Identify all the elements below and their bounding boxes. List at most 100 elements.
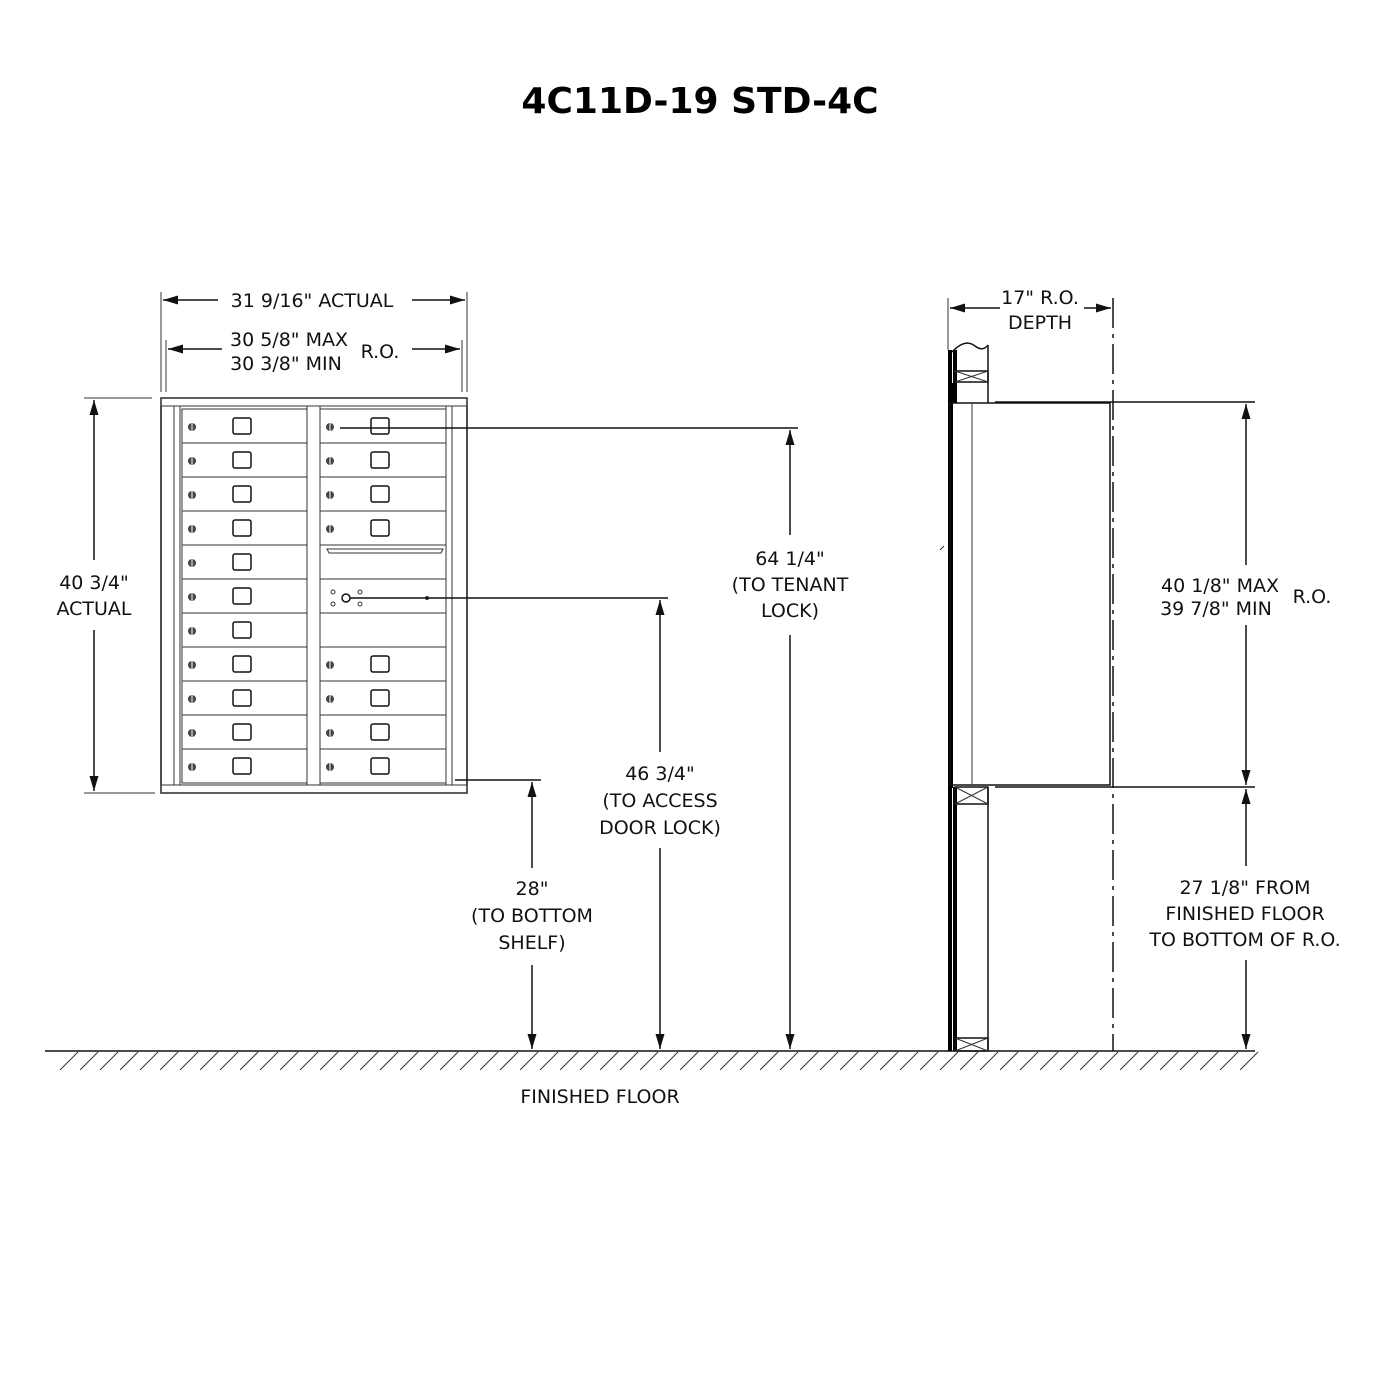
hatch-line <box>299 1051 319 1071</box>
compartment-door[interactable] <box>319 476 447 512</box>
finished-floor-label: FINISHED FLOOR <box>520 1086 679 1108</box>
width-actual-label: 31 9/16" ACTUAL <box>231 290 394 312</box>
hatch-line <box>479 1051 499 1071</box>
hatch-line <box>1239 1051 1259 1071</box>
hatch-line <box>1199 1051 1219 1071</box>
hatch-line <box>339 1051 359 1071</box>
hatch-line <box>439 1051 459 1071</box>
hatch-line <box>759 1051 779 1071</box>
side-ro-label: R.O. <box>1293 586 1332 608</box>
name-window-icon <box>370 417 390 435</box>
name-window-icon <box>370 723 390 741</box>
name-window-icon <box>370 689 390 707</box>
name-window-icon <box>370 451 390 469</box>
hatch-line <box>1099 1051 1119 1071</box>
compartment-door[interactable] <box>181 442 308 478</box>
hatch-line <box>779 1051 799 1071</box>
compartment-door[interactable] <box>181 748 308 784</box>
hatch-line <box>979 1051 999 1071</box>
name-window-icon <box>232 417 252 435</box>
compartment-door[interactable] <box>319 442 447 478</box>
name-window-icon <box>232 553 252 571</box>
name-window-icon <box>232 485 252 503</box>
depth-value: 17" R.O. <box>1001 287 1079 309</box>
hatch-line <box>1139 1051 1159 1071</box>
hatch-line <box>79 1051 99 1071</box>
tenant-lock-label: (TO TENANT <box>732 574 849 596</box>
hatch-line <box>559 1051 579 1071</box>
hatch-line <box>959 1051 979 1071</box>
hatch-line <box>619 1051 639 1071</box>
hatch-line <box>179 1051 199 1071</box>
compartment-door[interactable] <box>181 408 308 444</box>
name-window-icon <box>232 451 252 469</box>
compartment-door[interactable] <box>319 680 447 716</box>
compartment-door[interactable] <box>319 408 447 444</box>
compartment-door[interactable] <box>181 612 308 648</box>
hatch-line <box>59 1051 79 1071</box>
compartment-door[interactable] <box>181 544 308 580</box>
hatch-line <box>799 1051 819 1071</box>
hatch-line <box>679 1051 699 1071</box>
mailbox-cabinet-side <box>949 402 1111 786</box>
hatch-line <box>699 1051 719 1071</box>
from-floor-label: FINISHED FLOOR <box>1165 903 1324 925</box>
name-window-icon <box>370 757 390 775</box>
hatch-line <box>1219 1051 1239 1071</box>
compartment-doors <box>181 408 447 784</box>
tenant-lock-label-2: LOCK) <box>761 600 819 622</box>
compartment-door[interactable] <box>319 748 447 784</box>
hatch-line <box>459 1051 479 1071</box>
name-window-icon <box>232 587 252 605</box>
hatch-line <box>739 1051 759 1071</box>
floor-hatch <box>59 1051 1259 1071</box>
hatch-line <box>419 1051 439 1071</box>
front-view <box>160 397 468 794</box>
hatch-line <box>919 1051 939 1071</box>
compartment-door[interactable] <box>181 578 308 614</box>
access-lock-icon <box>341 593 351 603</box>
side-ro-max: 40 1/8" MAX <box>1161 575 1279 597</box>
compartment-door[interactable] <box>181 510 308 546</box>
compartment-door[interactable] <box>319 646 447 682</box>
hatch-line <box>519 1051 539 1071</box>
compartment-door[interactable] <box>319 510 447 546</box>
hatch-line <box>359 1051 379 1071</box>
hatch-line <box>659 1051 679 1071</box>
name-window-icon <box>232 655 252 673</box>
hatch-line <box>1079 1051 1099 1071</box>
hatch-line <box>879 1051 899 1071</box>
hatch-line <box>1039 1051 1059 1071</box>
compartment-door[interactable] <box>181 476 308 512</box>
name-window-icon <box>232 519 252 537</box>
ro-min-label: 30 3/8" MIN <box>230 353 342 375</box>
bottom-shelf-label-2: SHELF) <box>498 932 565 954</box>
compartment-door[interactable] <box>319 714 447 750</box>
tenant-lock-height: 64 1/4" <box>755 548 825 570</box>
hatch-line <box>499 1051 519 1071</box>
height-actual-value: 40 3/4" <box>59 572 129 594</box>
compartment-door[interactable] <box>181 646 308 682</box>
compartment-door[interactable] <box>181 714 308 750</box>
ro-max-label: 30 5/8" MAX <box>230 329 348 351</box>
height-actual-label: ACTUAL <box>56 598 131 620</box>
access-door-panel <box>319 578 447 614</box>
access-lock-label-2: DOOR LOCK) <box>599 817 721 839</box>
drawing-title: 4C11D-19 STD-4C <box>521 81 878 122</box>
hatch-line <box>599 1051 619 1071</box>
name-window-icon <box>370 655 390 673</box>
hatch-line <box>999 1051 1019 1071</box>
bottom-shelf-height: 28" <box>516 878 549 900</box>
hatch-line <box>199 1051 219 1071</box>
hatch-line <box>379 1051 399 1071</box>
name-window-icon <box>370 485 390 503</box>
hatch-line <box>259 1051 279 1071</box>
compartment-door[interactable] <box>181 680 308 716</box>
from-floor-value: 27 1/8" FROM <box>1179 877 1310 899</box>
name-window-icon <box>232 757 252 775</box>
name-window-icon <box>232 621 252 639</box>
depth-label: DEPTH <box>1008 312 1072 334</box>
hatch-line <box>279 1051 299 1071</box>
hatch-line <box>99 1051 119 1071</box>
